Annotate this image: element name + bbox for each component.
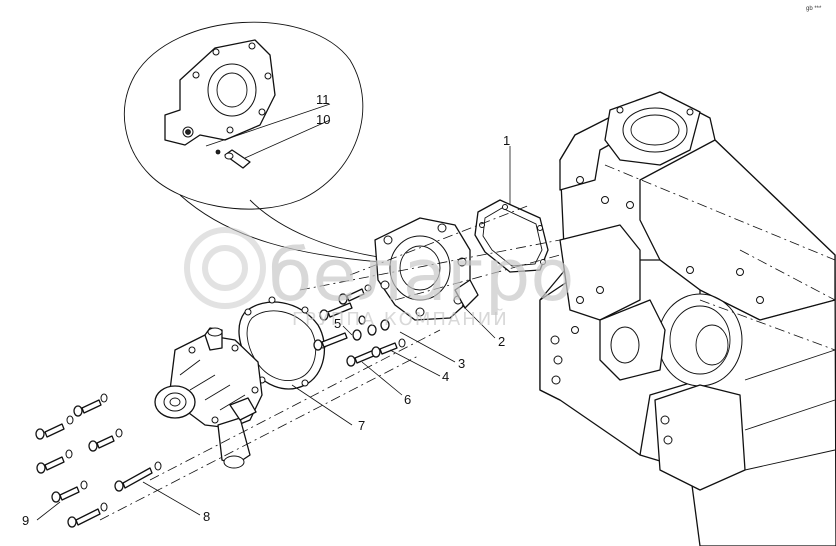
bolt	[313, 332, 348, 351]
water-pump	[154, 327, 263, 469]
cover-plate	[374, 217, 479, 321]
bolt	[88, 428, 123, 452]
callout-5: 5	[334, 316, 341, 331]
bolt	[73, 393, 108, 417]
watermark-sub-text: ГРУППА КОМПАНИЙ	[292, 308, 509, 330]
callout-7: 7	[358, 418, 365, 433]
bolt	[51, 480, 88, 503]
callout-2: 2	[498, 334, 505, 349]
engine-block	[539, 91, 836, 546]
bolt	[35, 415, 74, 440]
gasket-upper	[474, 199, 549, 273]
watermark: белагро ГРУППА КОМПАНИЙ	[184, 227, 574, 330]
detail-inset	[123, 21, 386, 263]
callout-4: 4	[442, 369, 449, 384]
bolt	[36, 449, 73, 474]
callout-6: 6	[404, 392, 411, 407]
callout-10: 10	[316, 112, 330, 127]
callout-1: 1	[503, 133, 510, 148]
bolt	[319, 302, 353, 321]
watermark-logo-icon	[184, 227, 266, 309]
bolt	[371, 338, 406, 358]
inset-pin-part	[215, 149, 251, 169]
bolt	[67, 502, 108, 528]
bolt	[114, 461, 162, 492]
bolt	[338, 284, 372, 305]
leader-lines	[36, 146, 511, 521]
bolt-set-middle	[313, 284, 406, 367]
callout-8: 8	[203, 509, 210, 524]
inset-cover-part	[164, 39, 276, 146]
watermark-logo-text: белагро	[268, 233, 574, 317]
callout-9: 9	[22, 513, 29, 528]
callout-3: 3	[458, 356, 465, 371]
washer	[352, 315, 390, 341]
bolt-set-left	[35, 393, 162, 528]
callout-11: 11	[316, 92, 330, 107]
callout-labels: 1 2 3 4 5 6 7 8 9 10 11	[22, 92, 510, 528]
corner-mark: gb ***	[806, 6, 822, 12]
